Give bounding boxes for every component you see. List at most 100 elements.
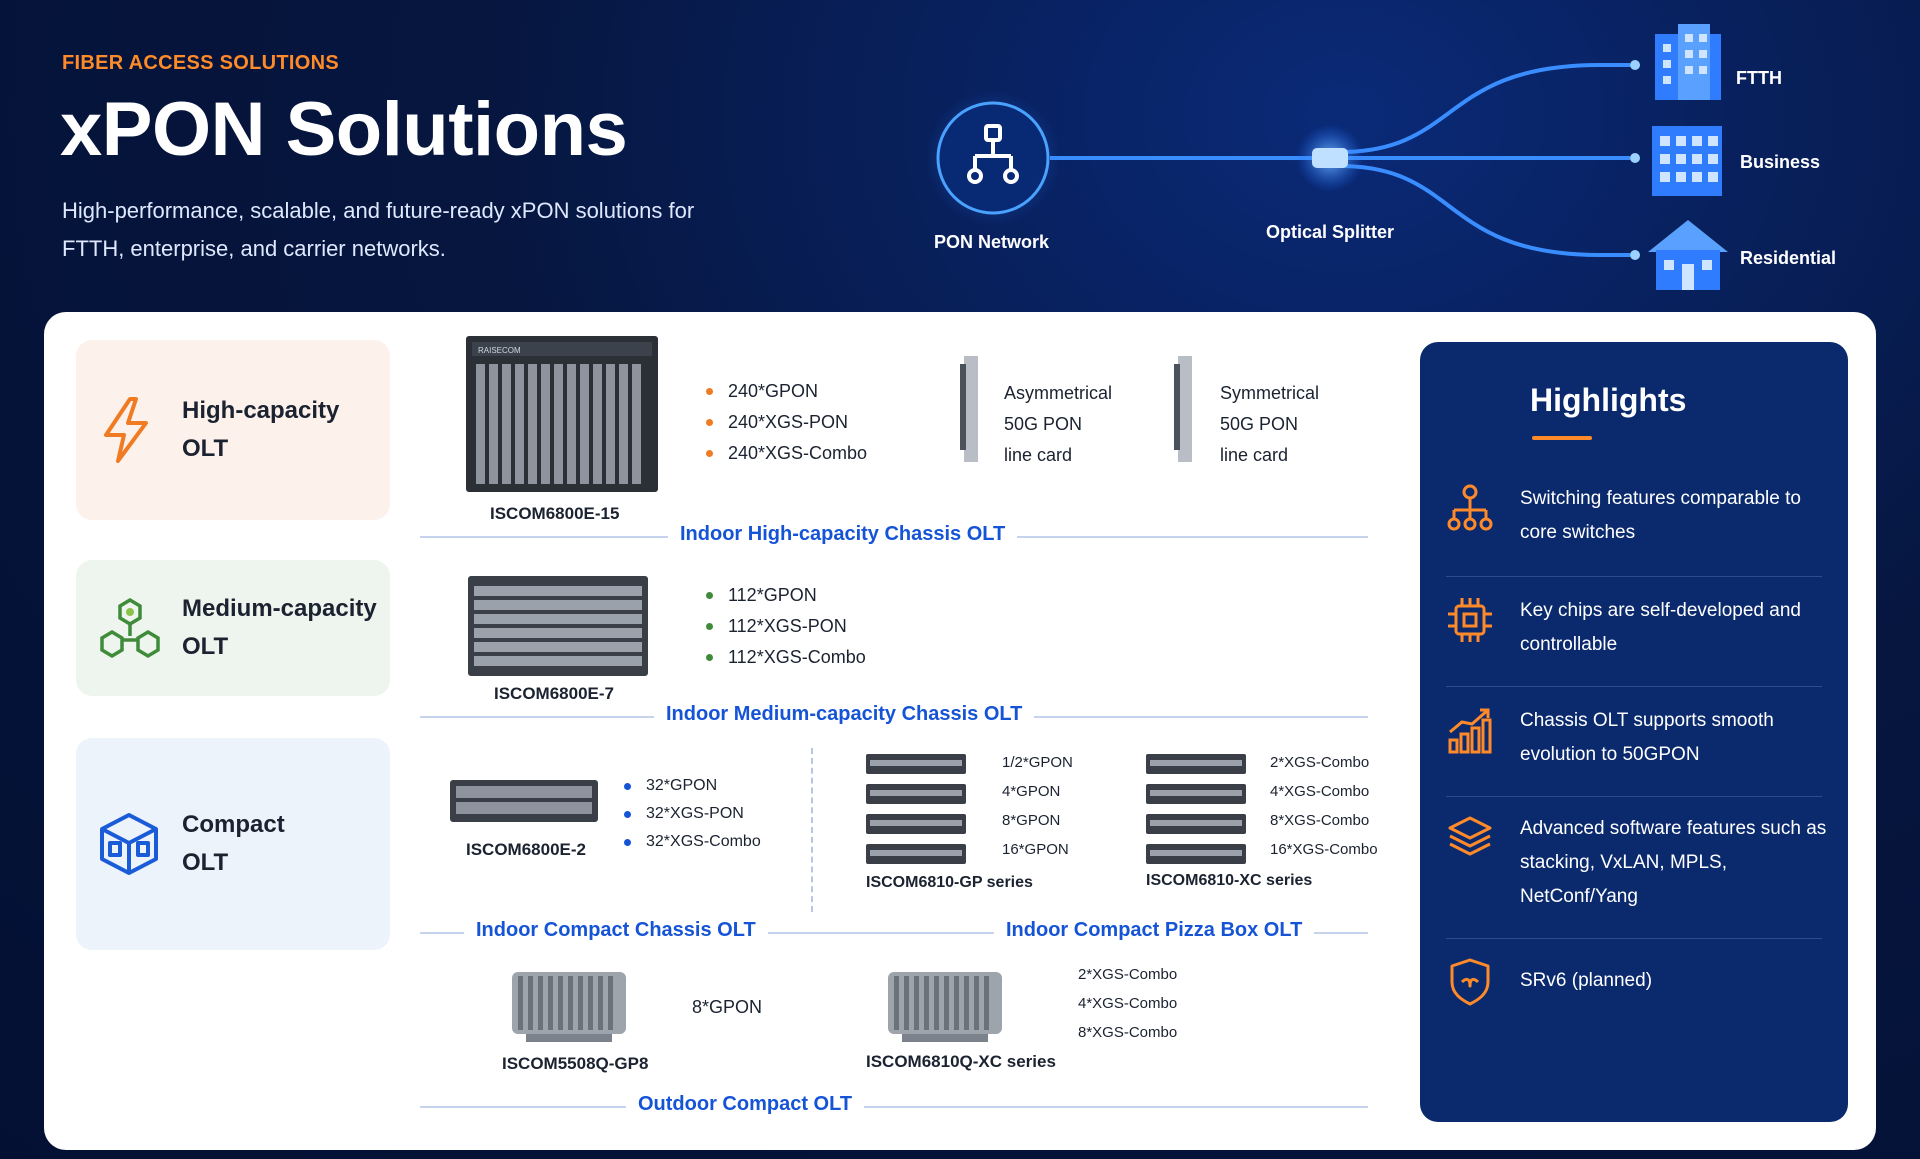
hexagon-network-icon — [100, 597, 160, 659]
spec-item: 8*XGS-Combo — [1270, 812, 1370, 829]
spec-list: 112*GPON 112*XGS-PON 112*XGS-Combo — [702, 580, 866, 673]
card-desc-line: line card — [1004, 445, 1073, 465]
device-name: ISCOM6800E-15 — [490, 504, 620, 523]
line-card-image — [960, 356, 978, 462]
category-label-line1: High-capacity — [182, 397, 340, 424]
spec-item: 8*GPON — [692, 997, 763, 1017]
highlight-text: Key chips are self-developed and control… — [1520, 600, 1801, 655]
spec-item: 240*GPON — [702, 376, 867, 407]
section-title: Indoor Medium-capacity Chassis OLT — [654, 703, 1035, 726]
page-title: xPON Solutions — [60, 87, 628, 172]
spec-item: 240*XGS-Combo — [702, 438, 867, 469]
card-desc-line: 50G PON — [1004, 414, 1083, 434]
device-name: ISCOM6800E-7 — [494, 684, 614, 703]
category-compact[interactable]: Compact OLT — [76, 738, 390, 950]
brand-logo-text: RAISECOM — [478, 346, 521, 355]
device-series-name: ISCOM6810-XC series — [1146, 872, 1313, 889]
card-desc-line: 50G PON — [1220, 414, 1299, 434]
spec-item: 16*GPON — [1002, 841, 1069, 858]
category-label-line2: OLT — [182, 633, 229, 660]
highlight-divider — [1446, 576, 1822, 577]
section-title: Indoor Compact Chassis OLT — [464, 919, 768, 942]
category-label-line2: OLT — [182, 435, 229, 462]
spec-item: 4*XGS-Combo — [1270, 783, 1370, 800]
chip-icon — [1448, 598, 1492, 642]
fiber-line — [1339, 63, 1630, 154]
pizza-box-stack-image — [866, 754, 966, 864]
spec-item: 112*GPON — [702, 580, 866, 611]
hero-section: FIBER ACCESS SOLUTIONS xPON Solutions Hi… — [0, 0, 1920, 310]
highlight-text: Advanced software features such as stack… — [1520, 818, 1827, 907]
category-high-capacity[interactable]: High-capacity OLT — [76, 340, 390, 520]
spec-item: 1/2*GPON — [1002, 754, 1073, 771]
spec-item: 32*XGS-Combo — [620, 828, 761, 856]
card-desc-line: line card — [1220, 445, 1289, 465]
column-divider — [811, 748, 813, 912]
outdoor-unit-image — [888, 972, 1002, 1042]
spec-item: 8*XGS-Combo — [1078, 1024, 1178, 1041]
section-title: Indoor Compact Pizza Box OLT — [994, 919, 1315, 942]
network-tree-icon — [1447, 484, 1493, 531]
spec-item: 16*XGS-Combo — [1270, 841, 1378, 858]
cube-icon — [100, 813, 158, 875]
lightning-icon — [104, 397, 148, 463]
network-diagram — [925, 24, 1728, 290]
chassis-device-image — [468, 576, 648, 676]
spec-item: 240*XGS-PON — [702, 407, 867, 438]
business-building-icon — [1652, 126, 1722, 196]
device-series-name: ISCOM6810-GP series — [866, 874, 1033, 891]
endpoint-business-label: Business — [1740, 152, 1821, 172]
spec-item: 4*XGS-Combo — [1078, 995, 1178, 1012]
endpoint-residential-label: Residential — [1740, 248, 1837, 268]
highlight-text: SRv6 (planned) — [1520, 970, 1653, 991]
spec-list: 240*GPON 240*XGS-PON 240*XGS-Combo — [702, 376, 867, 469]
highlight-divider — [1446, 796, 1822, 797]
spec-item: 32*XGS-PON — [620, 800, 761, 828]
shield-icon — [1450, 958, 1490, 1006]
spec-list: 32*GPON 32*XGS-PON 32*XGS-Combo — [620, 772, 761, 856]
residential-house-icon — [1648, 220, 1728, 290]
spec-item: 2*XGS-Combo — [1078, 966, 1178, 983]
eyebrow-label: FIBER ACCESS SOLUTIONS — [62, 52, 339, 74]
highlight-divider — [1446, 686, 1822, 687]
spec-item: 4*GPON — [1002, 783, 1061, 800]
chassis-device-image — [450, 780, 598, 822]
endpoint-ftth-label: FTTH — [1736, 68, 1782, 88]
section-divider — [420, 1106, 1368, 1108]
chassis-device-image: RAISECOM — [466, 336, 658, 492]
highlights-panel: Highlights Switching features comparable… — [1420, 342, 1848, 1122]
device-name: ISCOM5508Q-GP8 — [502, 1054, 649, 1073]
spec-item: 8*GPON — [1002, 812, 1061, 829]
highlight-divider — [1446, 938, 1822, 939]
spec-item: 112*XGS-Combo — [702, 642, 866, 673]
device-name: ISCOM6800E-2 — [466, 840, 586, 859]
fiber-line — [1339, 164, 1630, 257]
section-divider — [420, 932, 1368, 934]
device-series-name: ISCOM6810Q-XC series — [866, 1052, 1056, 1071]
spec-item: 112*XGS-PON — [702, 611, 866, 642]
spec-item: 32*GPON — [620, 772, 761, 800]
layers-icon — [1448, 816, 1492, 856]
pizza-box-stack-image — [1146, 754, 1246, 864]
card-desc-line: Asymmetrical — [1004, 383, 1113, 403]
growth-chart-icon — [1448, 708, 1492, 754]
category-medium-capacity[interactable]: Medium-capacity OLT — [76, 560, 390, 696]
highlights-title: Highlights — [1530, 382, 1687, 418]
outdoor-unit-image — [512, 972, 626, 1042]
page-subtitle: High-performance, scalable, and future-r… — [62, 198, 695, 261]
section-title: Outdoor Compact OLT — [626, 1093, 865, 1116]
category-label-line2: OLT — [182, 849, 229, 876]
spec-item: 2*XGS-Combo — [1270, 754, 1370, 771]
pon-network-label: PON Network — [934, 232, 1050, 252]
highlight-text: Switching features comparable to core sw… — [1520, 488, 1801, 543]
highlight-text: Chassis OLT supports smooth evolution to… — [1520, 710, 1774, 765]
title-underline — [1532, 436, 1592, 440]
card-desc-line: Symmetrical — [1220, 383, 1320, 403]
product-panel: High-capacity OLT Medium-capacity OLT — [44, 312, 1876, 1150]
category-label-line1: Medium-capacity — [182, 595, 377, 622]
category-label-line1: Compact — [182, 811, 285, 838]
section-title: Indoor High-capacity Chassis OLT — [668, 523, 1018, 546]
ftth-building-icon — [1655, 24, 1721, 100]
optical-splitter-label: Optical Splitter — [1266, 222, 1395, 242]
line-card-image — [1174, 356, 1192, 462]
